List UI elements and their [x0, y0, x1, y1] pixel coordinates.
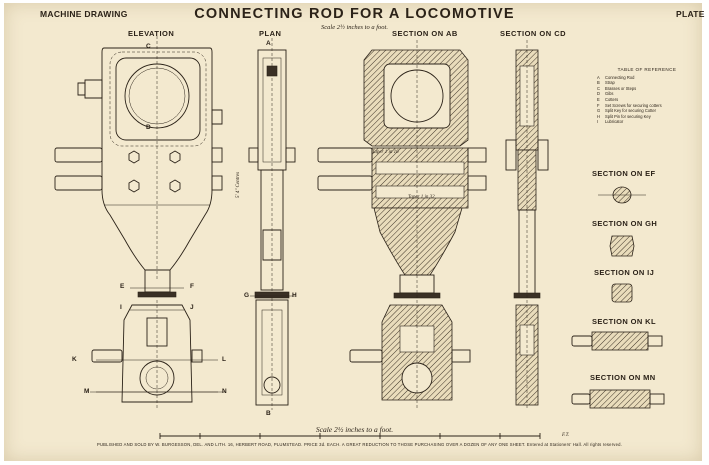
- footer-scale-note: Scale 2½ inches to a foot.: [315, 425, 394, 434]
- series-tag: MACHINE DRAWING: [40, 9, 128, 19]
- bolt-heads: [128, 150, 181, 193]
- label-e: E: [120, 283, 125, 290]
- scale-note: Scale 2½ inches to a foot.: [321, 24, 388, 31]
- section-gh-title: SECTION ON GH: [592, 219, 658, 228]
- centres-note: 5' 4" Centres: [236, 171, 241, 198]
- label-d: D: [146, 124, 151, 131]
- section-mn-title: SECTION ON MN: [590, 373, 656, 382]
- plan-title: PLAN: [259, 29, 282, 38]
- small-sections: [571, 186, 665, 409]
- section-ij-title: SECTION ON IJ: [594, 268, 655, 277]
- label-c: C: [146, 43, 151, 50]
- section-ab-view: [317, 40, 487, 410]
- label-k: K: [72, 356, 77, 363]
- section-cd-view: [505, 40, 549, 410]
- elevation-title: ELEVATION: [128, 29, 175, 38]
- label-b: B: [266, 410, 271, 417]
- reference-heading: TABLE OF REFERENCE: [617, 67, 677, 72]
- label-h: H: [292, 292, 297, 299]
- section-ab-title: SECTION ON AB: [392, 29, 458, 38]
- cutting-planes: [96, 287, 295, 393]
- label-f: F: [190, 283, 194, 290]
- sheet-title: CONNECTING ROD FOR A LOCOMOTIVE: [194, 6, 515, 22]
- section-cd-title: SECTION ON CD: [500, 29, 567, 38]
- footer-scale-bar: [159, 433, 541, 439]
- label-n: N: [222, 388, 227, 395]
- publisher-line: PUBLISHED AND SOLD BY W. BURGESSON, DEL.…: [96, 442, 623, 447]
- section-kl-title: SECTION ON KL: [592, 317, 656, 326]
- label-m: M: [84, 388, 90, 395]
- label-g: G: [244, 292, 250, 299]
- taper-note-2: Taper 1 in 32: [408, 195, 435, 200]
- artist-initials: F.T.: [562, 433, 570, 438]
- label-a: A: [266, 40, 271, 47]
- label-l: L: [222, 356, 226, 363]
- taper-note-1: Taper 1 in 16: [372, 150, 399, 155]
- label-i: I: [120, 304, 122, 311]
- label-j: J: [190, 304, 194, 311]
- plan-view: [248, 38, 296, 410]
- section-ef-title: SECTION ON EF: [592, 169, 656, 178]
- plate-tag: PLATE: [676, 9, 705, 19]
- elevation-view: [54, 36, 225, 410]
